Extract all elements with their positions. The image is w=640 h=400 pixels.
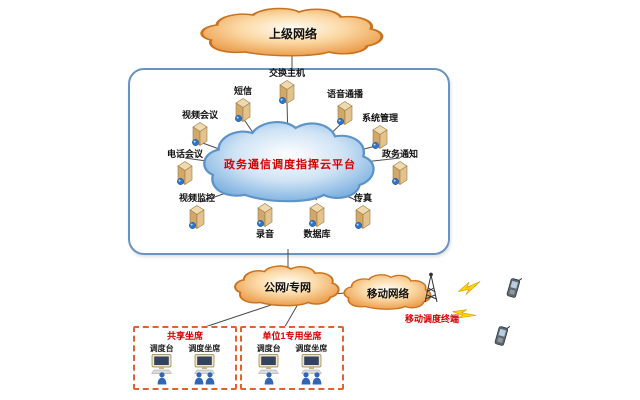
node-system-management: 系统管理	[352, 113, 408, 150]
mobile-terminal-label: 移动调度终端	[404, 314, 459, 324]
agent-monitor-icon	[193, 354, 215, 374]
node-label: 视频监控	[178, 193, 215, 203]
node-label: 录音	[255, 229, 274, 239]
public-network-cloud: 公网/专网	[230, 264, 345, 310]
node-recording: 录音	[237, 202, 293, 239]
person-icon	[157, 372, 167, 385]
node-label: 系统管理	[361, 113, 398, 123]
node-gov-notice: 政务通知	[372, 149, 428, 186]
mobile-network-cloud: 移动网络	[340, 273, 436, 313]
agent-monitor-icon	[300, 354, 322, 374]
server-icon	[278, 80, 295, 105]
server-icon	[308, 203, 325, 228]
server-icon	[176, 161, 193, 186]
seat-group-title: 共享坐席	[166, 331, 203, 341]
lightning-bolt-icon	[457, 280, 482, 296]
console-label: 调度台	[149, 344, 174, 353]
node-sms: 短信	[215, 86, 271, 123]
person-icon	[264, 372, 274, 385]
node-label: 政务通知	[381, 149, 418, 159]
node-video-conference: 视频会议	[172, 110, 228, 147]
node-phone-conference: 电话会议	[157, 149, 213, 186]
seat-group-title: 单位1专用坐席	[262, 331, 322, 341]
console-monitor-icon	[258, 354, 280, 374]
console-column: 调度台	[150, 343, 174, 385]
server-icon	[354, 205, 371, 230]
console-label: 调度台	[256, 344, 281, 353]
server-icon	[256, 203, 273, 228]
console-column: 调度台	[257, 343, 281, 385]
seat-group-shared: 共享坐席 调度台 调度坐席	[133, 326, 237, 390]
seat-group-unit1: 单位1专用坐席 调度台 调度坐席	[240, 326, 344, 390]
person-icon	[194, 372, 204, 385]
person-icon	[205, 372, 215, 385]
server-icon	[188, 205, 205, 230]
node-label: 语音通播	[326, 89, 363, 99]
node-label: 传真	[353, 193, 372, 203]
agent-column: 调度坐席	[295, 343, 327, 385]
top-network-label: 上级网络	[268, 27, 317, 41]
mobile-phone-icon	[506, 275, 523, 299]
antenna-tower-icon	[424, 272, 438, 303]
mobile-network-label: 移动网络	[367, 287, 409, 300]
server-icon	[371, 125, 388, 150]
node-label: 视频会议	[181, 110, 218, 120]
node-label: 交换主机	[268, 68, 305, 78]
node-fax: 传真	[335, 193, 391, 230]
platform-cloud: 政务通信调度指挥云平台	[196, 118, 384, 210]
console-monitor-icon	[151, 354, 173, 374]
agent-label: 调度坐席	[188, 344, 221, 353]
server-icon	[191, 122, 208, 147]
node-label: 电话会议	[166, 149, 203, 159]
node-video-surveillance: 视频监控	[169, 193, 225, 230]
mobile-phone-icon	[494, 323, 511, 347]
server-icon	[391, 161, 408, 186]
person-icon	[301, 372, 311, 385]
node-label: 数据库	[303, 229, 331, 239]
agent-label: 调度坐席	[295, 344, 328, 353]
node-switch-host: 交换主机	[259, 68, 315, 105]
person-icon	[312, 372, 322, 385]
node-label: 短信	[233, 86, 252, 96]
node-voice-broadcast: 语音通播	[317, 89, 373, 126]
public-network-label: 公网/专网	[263, 282, 312, 294]
top-network-cloud: 上级网络	[193, 6, 393, 61]
node-database: 数据库	[289, 202, 345, 239]
platform-title: 政务通信调度指挥云平台	[224, 159, 356, 171]
agent-column: 调度坐席	[188, 343, 220, 385]
server-icon	[234, 98, 251, 123]
